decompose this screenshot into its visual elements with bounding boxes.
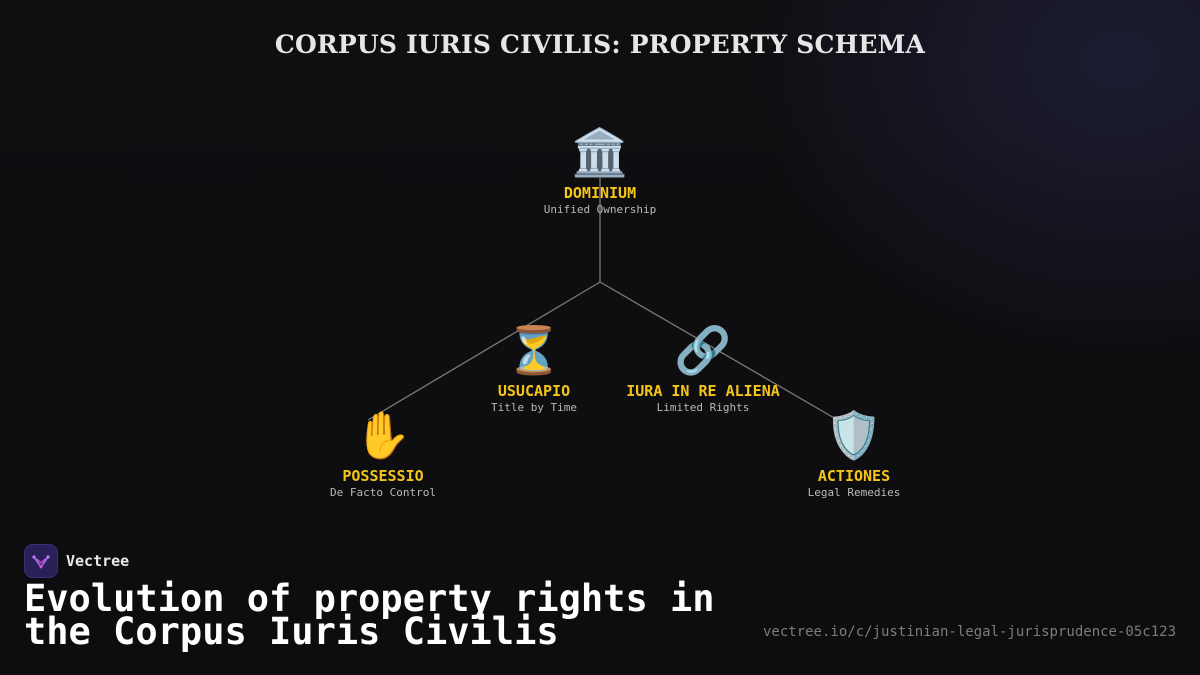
edge-junction-possessio — [367, 281, 601, 421]
chain-link-icon: 🔗 — [674, 323, 732, 377]
brand-name: Vectree — [66, 552, 130, 570]
node-label: POSSESSIO — [342, 467, 424, 485]
node-subtitle: Unified Ownership — [543, 203, 657, 216]
node-subtitle: De Facto Control — [330, 486, 436, 499]
shield-icon: 🛡️ — [825, 408, 883, 462]
vectree-logo-icon — [24, 544, 58, 578]
node-label: DOMINIUM — [563, 184, 637, 202]
raised-hand-icon: ✋ — [354, 408, 412, 462]
node-label: ACTIONES — [817, 467, 891, 485]
node-label: USUCAPIO — [497, 382, 571, 400]
node-subtitle: Limited Rights — [656, 401, 750, 414]
headline: Evolution of property rights in the Corp… — [24, 577, 715, 653]
node-subtitle: Title by Time — [490, 401, 578, 414]
classical-building-icon: 🏛️ — [571, 125, 629, 179]
diagram-title: CORPUS IURIS CIVILIS: PROPERTY SCHEMA — [274, 30, 926, 59]
edge-junction-actiones — [599, 281, 849, 427]
node-possessio[interactable]: ✋ POSSESSIO De Facto Control — [283, 407, 483, 500]
page-url[interactable]: vectree.io/c/justinian-legal-jurispruden… — [762, 624, 1176, 640]
hourglass-icon: ⏳ — [505, 323, 563, 377]
node-label: IURA IN RE ALIENA — [626, 382, 780, 400]
node-iura-in-re-aliena[interactable]: 🔗 IURA IN RE ALIENA Limited Rights — [603, 322, 803, 415]
node-subtitle: Legal Remedies — [807, 486, 901, 499]
node-actiones[interactable]: 🛡️ ACTIONES Legal Remedies — [754, 407, 954, 500]
node-dominium[interactable]: 🏛️ DOMINIUM Unified Ownership — [500, 124, 700, 217]
brand[interactable]: Vectree — [24, 544, 129, 578]
node-usucapio[interactable]: ⏳ USUCAPIO Title by Time — [434, 322, 634, 415]
